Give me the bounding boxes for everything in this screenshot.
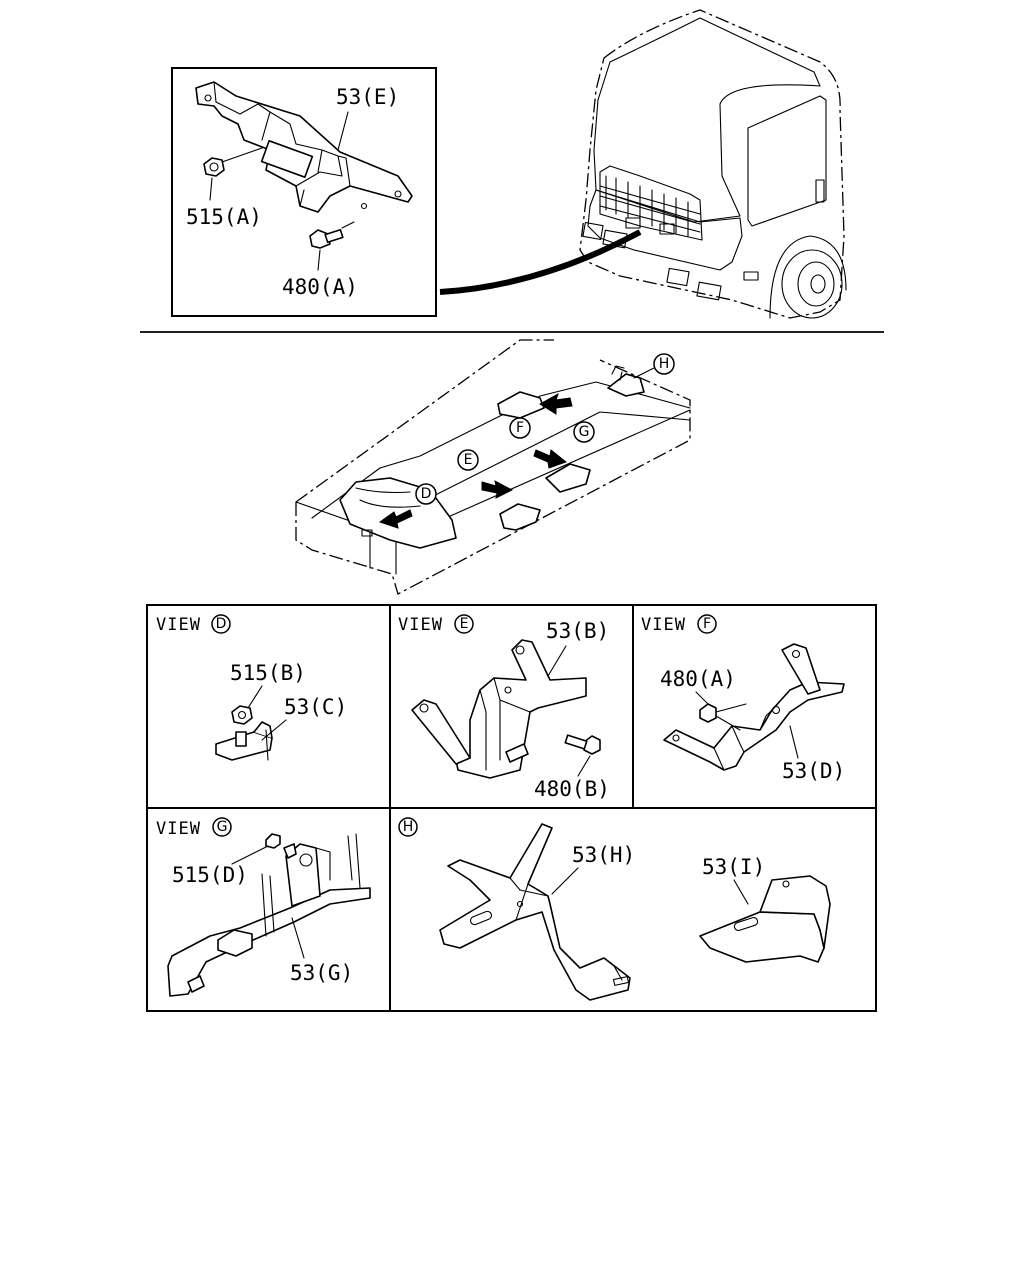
label-480a-f: 480(A)	[660, 667, 736, 691]
bracket-53e-drawing	[195, 81, 413, 213]
view-arrows	[378, 392, 573, 529]
marker-f: F	[509, 417, 531, 439]
view-e-letter: E	[460, 616, 469, 632]
svg-text:E: E	[464, 452, 473, 468]
view-d-letter: D	[216, 616, 227, 632]
nut-515b-drawing	[231, 705, 253, 725]
svg-text:G: G	[579, 424, 590, 440]
bolt-480a-f-drawing	[699, 703, 747, 731]
label-480b: 480(B)	[534, 777, 610, 801]
label-53c: 53(C)	[284, 695, 347, 719]
svg-text:D: D	[421, 486, 432, 502]
label-53b: 53(B)	[546, 619, 609, 643]
label-515a: 515(A)	[186, 205, 262, 229]
view-f-prefix: VIEW	[641, 615, 686, 635]
bracket-53b-drawing	[411, 639, 587, 779]
bracket-53i-drawing	[699, 875, 831, 963]
view-g-panel: VIEW G 515(D) 53(G)	[156, 817, 371, 997]
chassis-frame-drawing	[295, 339, 691, 595]
marker-h: H	[633, 353, 675, 379]
view-grid	[146, 604, 877, 1012]
svg-text:H: H	[659, 356, 670, 372]
label-53h: 53(H)	[572, 843, 635, 867]
nut-515a-drawing	[203, 147, 263, 201]
inset-leader-arrow	[439, 229, 642, 295]
view-f-letter: F	[703, 616, 711, 632]
inset-frame	[171, 67, 437, 317]
label-53d: 53(D)	[782, 759, 845, 783]
nut-515d-drawing	[265, 833, 297, 859]
marker-e: E	[457, 449, 479, 471]
inset-detail: 53(E) 515(A) 480(A)	[171, 67, 437, 317]
view-e-panel: VIEW E 53(B) 480(B)	[398, 614, 610, 801]
view-g-prefix: VIEW	[156, 819, 201, 839]
view-f-panel: VIEW F 480(A) 53(D)	[641, 614, 845, 783]
view-d-panel: VIEW D 515(B) 53(C)	[156, 614, 347, 761]
label-515b: 515(B)	[230, 661, 306, 685]
view-e-prefix: VIEW	[398, 615, 443, 635]
label-515d: 515(D)	[172, 863, 248, 887]
marker-g: G	[573, 421, 595, 443]
view-d-prefix: VIEW	[156, 615, 201, 635]
bolt-480b-drawing	[564, 734, 601, 755]
bracket-53c-drawing	[215, 721, 273, 761]
view-g-letter: G	[217, 819, 228, 835]
view-h-letter: H	[403, 819, 414, 835]
bracket-53g-drawing	[167, 833, 371, 997]
label-53e: 53(E)	[336, 85, 399, 109]
marker-d: D	[415, 483, 437, 505]
bracket-53d-drawing	[663, 643, 845, 771]
bracket-53h-drawing	[439, 823, 631, 1001]
truck-cab-drawing	[579, 9, 847, 319]
label-480a: 480(A)	[282, 275, 358, 299]
label-53g: 53(G)	[290, 961, 353, 985]
svg-text:F: F	[516, 420, 524, 436]
bolt-480a-drawing	[309, 221, 355, 271]
view-h-panel: H 53(H) 53(I)	[398, 817, 831, 1001]
label-53i: 53(I)	[702, 855, 765, 879]
